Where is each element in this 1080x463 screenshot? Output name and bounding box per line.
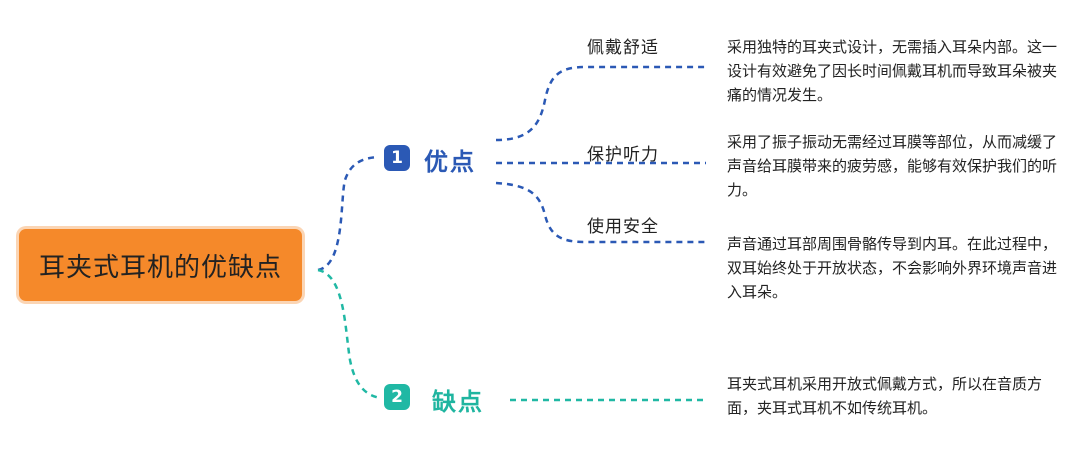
connector-root-pros [317, 155, 379, 272]
desc-comfort: 采用独特的耳夹式设计，无需插入耳朵内部。这一设计有效避免了因长时间佩戴耳机而导致… [727, 38, 1058, 104]
pros-label: 优点 [424, 148, 476, 176]
desc-hearing: 采用了振子振动无需经过耳膜等部位，从而减缓了声音给耳膜带来的疲劳感，能够有效保护… [727, 133, 1058, 199]
connector-pros-comfort [495, 65, 706, 142]
cons-number-badge: 2 [384, 384, 410, 410]
sub-label-safety: 使用安全 [587, 217, 659, 237]
sub-label-hearing: 保护听力 [587, 145, 659, 165]
connector-root-cons [317, 268, 381, 400]
cons-label: 缺点 [432, 388, 484, 416]
pros-number-badge: 1 [384, 145, 410, 171]
root-node: 耳夹式耳机的优缺点 [19, 229, 302, 301]
connector-pros-safety [495, 181, 706, 244]
desc-safety: 声音通过耳部周围骨骼传导到内耳。在此过程中，双耳始终处于开放状态，不会影响外界环… [727, 235, 1058, 301]
desc-cons: 耳夹式耳机采用开放式佩戴方式，所以在音质方面，夹耳式耳机不如传统耳机。 [727, 375, 1043, 417]
sub-label-comfort: 佩戴舒适 [587, 38, 659, 58]
